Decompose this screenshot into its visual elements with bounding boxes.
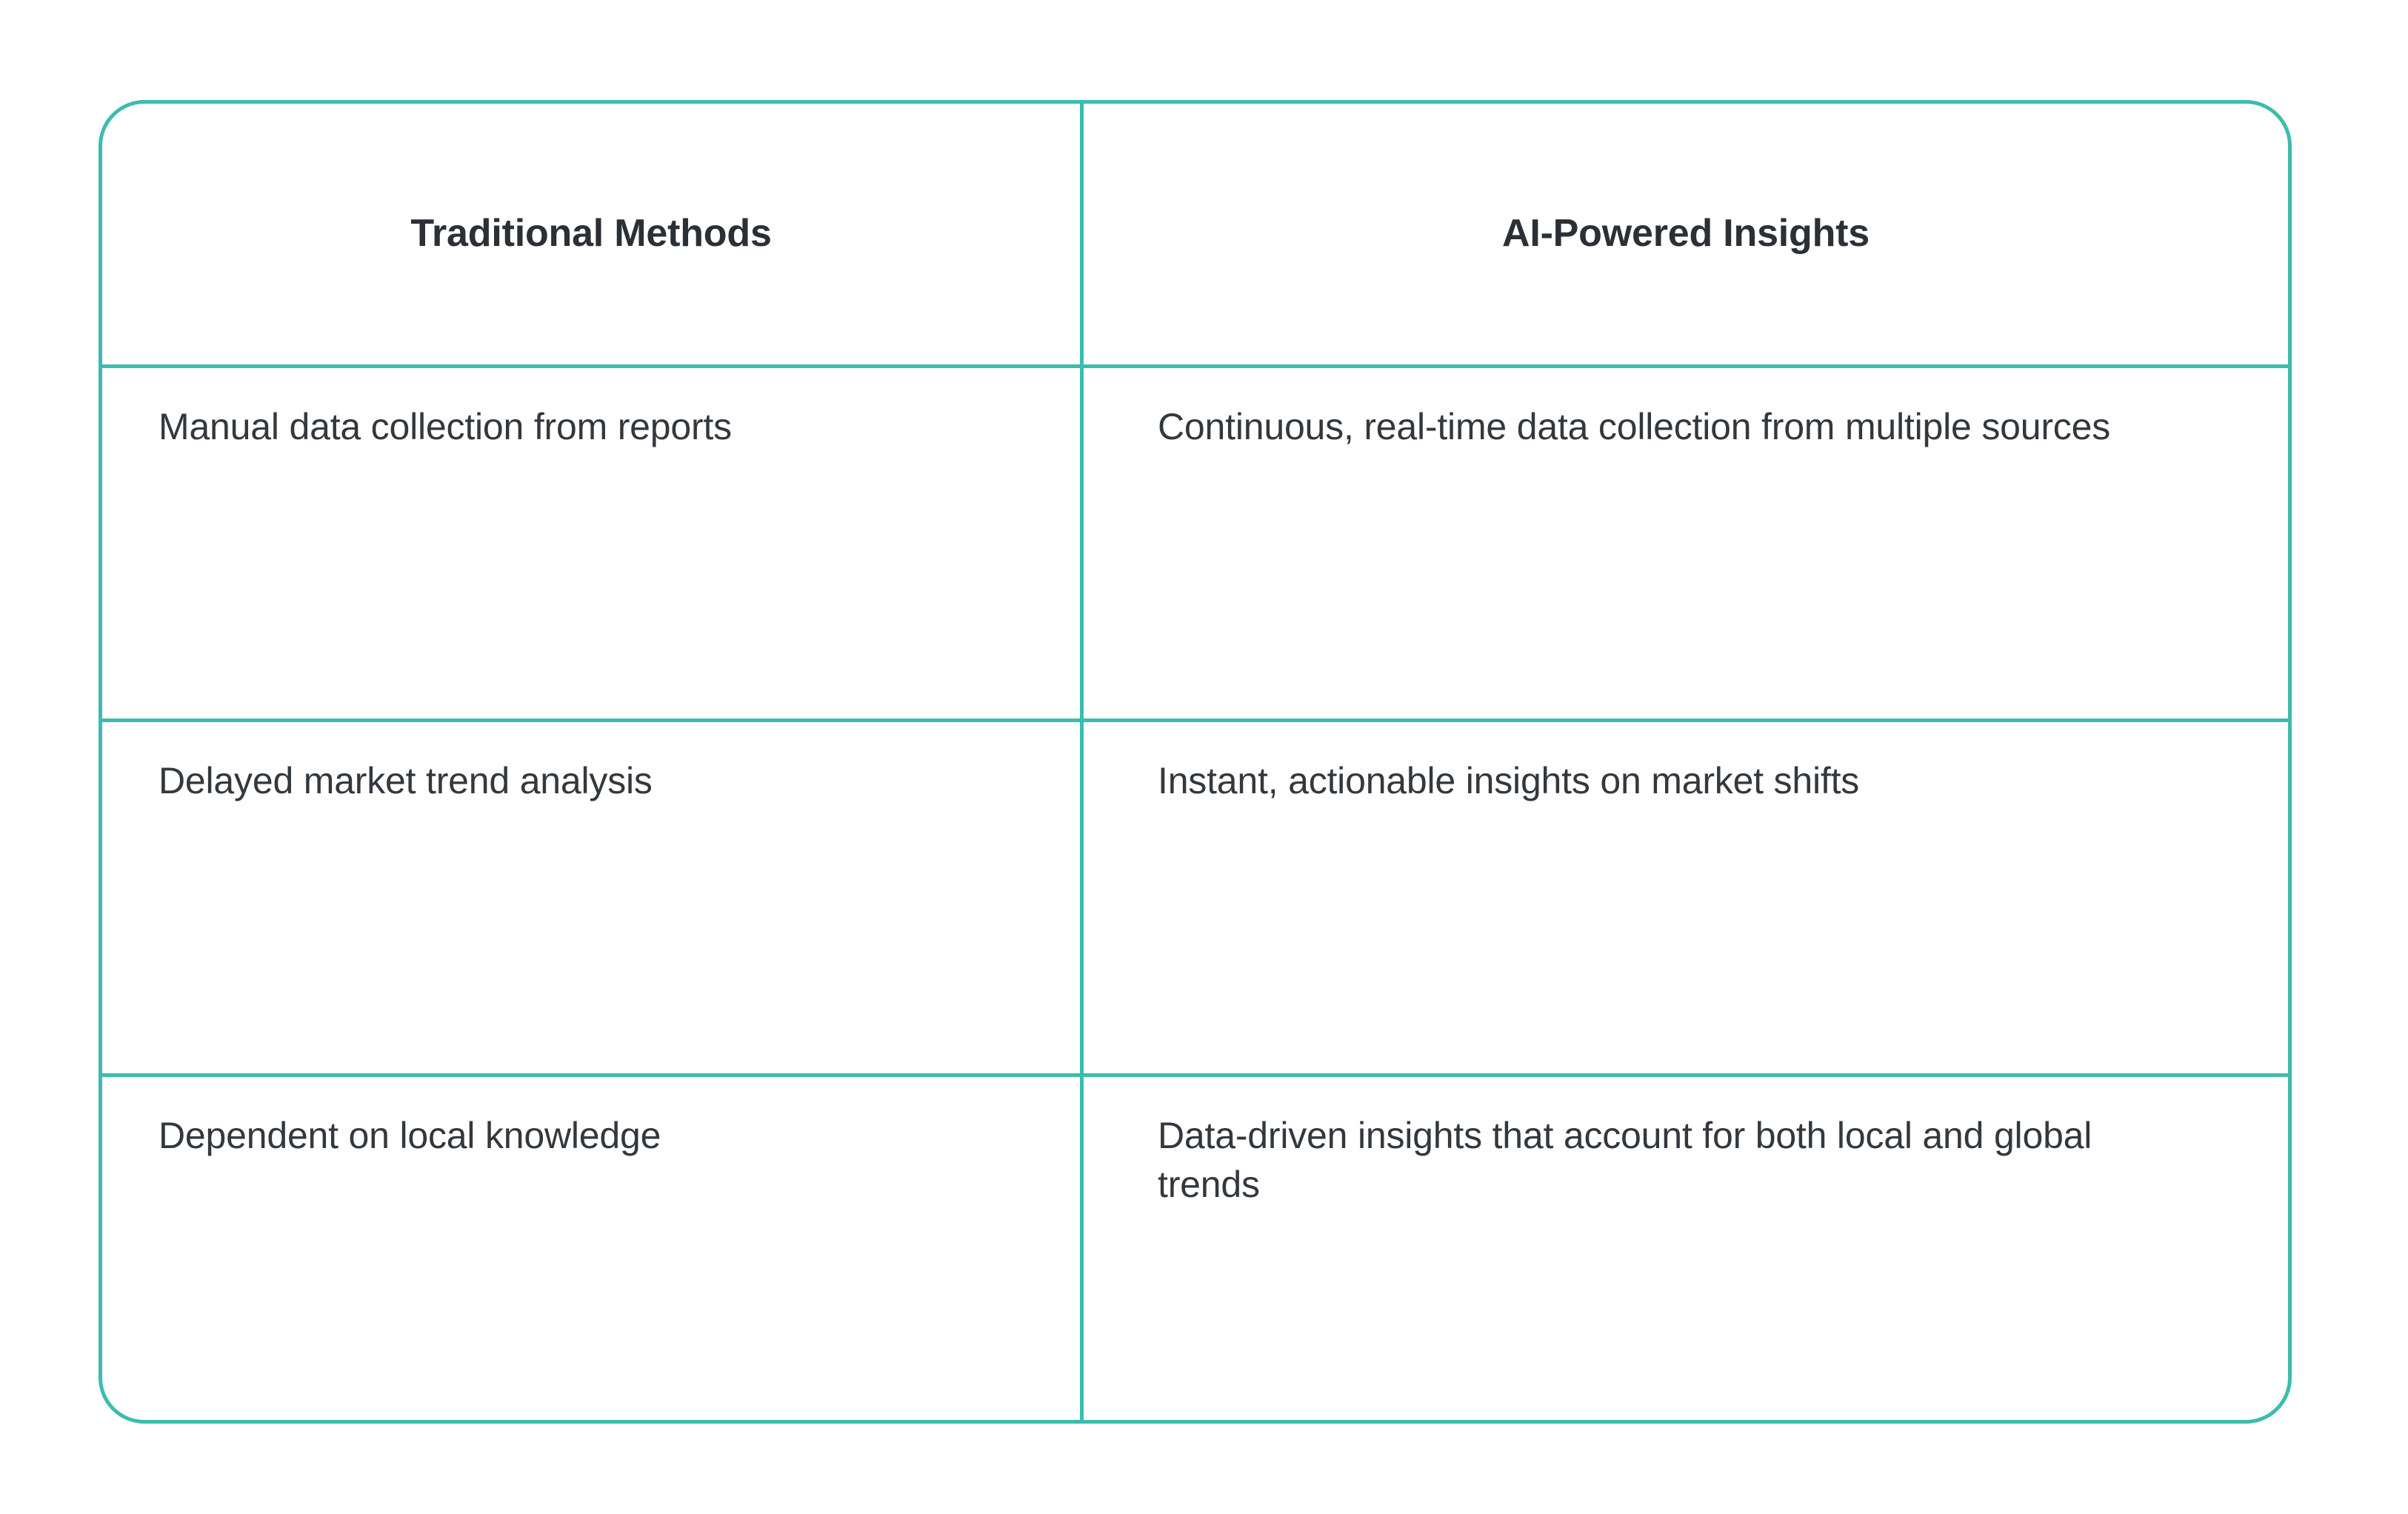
comparison-table: Traditional Methods AI-Powered Insights …: [99, 100, 2292, 1424]
table-row: Delayed market trend analysis Instant, a…: [102, 722, 2288, 1078]
table-header-cell-ai: AI-Powered Insights: [1080, 104, 2288, 364]
cell-text-ai-1: Continuous, real-time data collection fr…: [1158, 405, 2111, 447]
table-header-cell-traditional: Traditional Methods: [102, 104, 1080, 364]
table-cell-ai-2: Instant, actionable insights on market s…: [1080, 722, 2288, 1074]
table-row: Dependent on local knowledge Data-driven…: [102, 1077, 2288, 1420]
cell-text-ai-2: Instant, actionable insights on market s…: [1158, 760, 1860, 802]
table-cell-traditional-2: Delayed market trend analysis: [102, 722, 1080, 1073]
cell-text-traditional-1: Manual data collection from reports: [159, 405, 732, 447]
cell-text-traditional-3: Dependent on local knowledge: [159, 1115, 661, 1157]
column-header-ai-powered-insights: AI-Powered Insights: [1501, 211, 1870, 255]
table-cell-traditional-1: Manual data collection from reports: [102, 368, 1080, 719]
cell-text-ai-3: Data-driven insights that account for bo…: [1158, 1115, 2092, 1206]
column-header-traditional-methods: Traditional Methods: [410, 211, 772, 255]
table-cell-ai-3: Data-driven insights that account for bo…: [1080, 1077, 2288, 1420]
cell-text-traditional-2: Delayed market trend analysis: [159, 760, 653, 802]
table-cell-ai-1: Continuous, real-time data collection fr…: [1080, 367, 2288, 719]
table-cell-traditional-3: Dependent on local knowledge: [102, 1077, 1080, 1420]
table-row: Manual data collection from reports Cont…: [102, 367, 2288, 723]
table-header-row: Traditional Methods AI-Powered Insights: [102, 104, 2288, 368]
